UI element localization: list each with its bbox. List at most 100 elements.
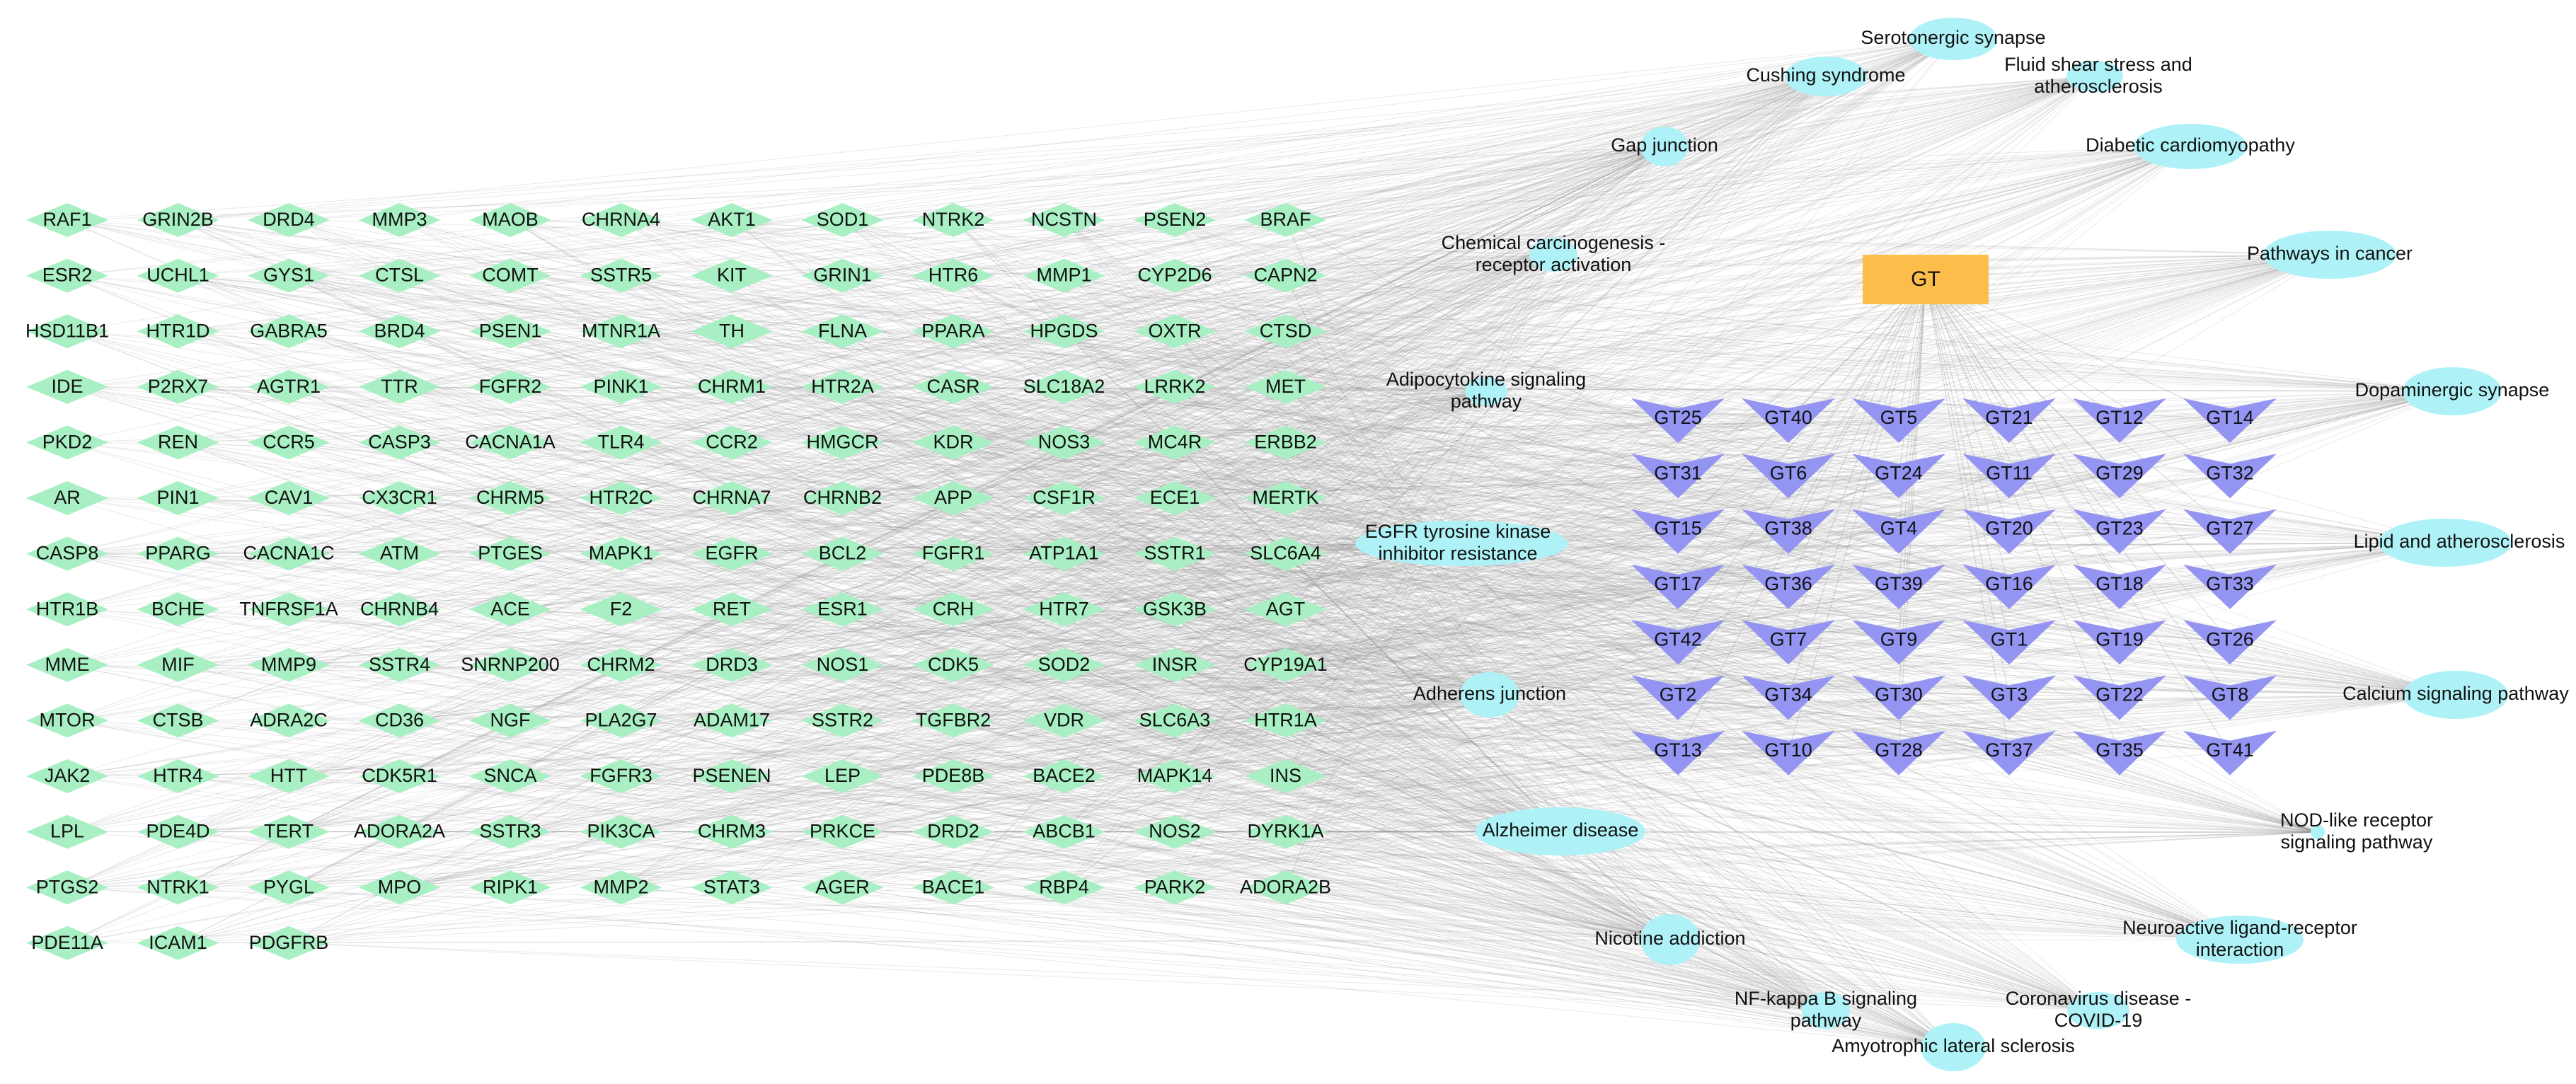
- target-node-adora2a: [358, 814, 441, 849]
- edge: [178, 219, 1487, 392]
- edge: [621, 275, 1827, 1011]
- edge: [67, 275, 1954, 1048]
- compound-label-gt28: GT28: [1875, 739, 1923, 761]
- target-node-comt: [469, 258, 551, 293]
- target-label-crh: CRH: [933, 598, 974, 619]
- edge: [621, 254, 1554, 443]
- edge: [510, 219, 1899, 420]
- edge: [621, 76, 1827, 221]
- edge: [1064, 219, 1561, 832]
- edge: [621, 553, 1827, 1011]
- edge: [842, 76, 2095, 277]
- edge: [1064, 543, 1462, 833]
- edge: [399, 146, 1665, 388]
- edge: [842, 76, 2095, 888]
- edge: [67, 530, 1679, 833]
- edge: [67, 553, 2318, 833]
- pathway-node-fluid-shear-stress-and-atherosclerosis: [2066, 61, 2123, 92]
- edge: [731, 219, 1561, 832]
- target-label-sstr2: SSTR2: [812, 710, 873, 731]
- edge: [842, 831, 1827, 1011]
- edge: [510, 219, 2120, 642]
- target-node-ide: [26, 369, 108, 404]
- edge: [1285, 887, 1671, 940]
- edge: [1174, 76, 2095, 332]
- edge: [1064, 330, 2099, 1011]
- target-label-agtr1: AGTR1: [257, 376, 321, 397]
- edge: [731, 751, 2231, 888]
- edge: [399, 275, 2120, 753]
- target-label-adora2b: ADORA2B: [1240, 876, 1331, 897]
- compound-node-gt13: [1631, 730, 1725, 775]
- edge: [288, 942, 2099, 1011]
- edge: [1925, 279, 2120, 587]
- edge: [1285, 76, 1827, 888]
- edge: [1285, 474, 1899, 721]
- edge: [1285, 275, 1462, 544]
- edge: [399, 76, 1827, 277]
- target-label-park2: PARK2: [1144, 876, 1206, 897]
- target-node-tgfbr2: [912, 703, 994, 738]
- compound-label-gt14: GT14: [2206, 407, 2254, 428]
- edge: [1285, 254, 1554, 499]
- edge: [399, 442, 1899, 587]
- pathway-label-gap-junction: Gap junction: [1611, 134, 1718, 156]
- edge: [510, 831, 2241, 940]
- edge: [510, 419, 2231, 610]
- edge: [953, 146, 2191, 277]
- target-label-slc6a4: SLC6A4: [1250, 543, 1321, 564]
- edge: [953, 609, 1954, 1048]
- target-node-drd3: [691, 647, 773, 682]
- edge: [1064, 146, 1665, 277]
- compound-label-gt33: GT33: [2206, 573, 2254, 594]
- edge: [842, 775, 1671, 940]
- edge: [1064, 146, 2191, 277]
- target-label-mif: MIF: [161, 654, 195, 675]
- target-label-chrm2: CHRM2: [587, 654, 655, 675]
- edge: [288, 254, 1554, 666]
- target-node-drd4: [248, 203, 330, 237]
- target-node-htr2a: [801, 369, 884, 404]
- edge: [1285, 391, 2453, 610]
- edge: [1285, 254, 1554, 888]
- edge: [842, 751, 2010, 888]
- edge: [288, 585, 1789, 666]
- edge: [178, 146, 2191, 332]
- target-node-chrm5: [469, 481, 551, 515]
- edge: [178, 442, 1899, 753]
- edge: [953, 696, 1899, 888]
- target-node-nos2: [1134, 814, 1216, 849]
- edge: [288, 146, 1665, 666]
- edge: [510, 640, 2120, 833]
- edge: [288, 254, 2330, 443]
- edge: [510, 219, 1554, 255]
- edge: [399, 497, 2010, 753]
- edge: [399, 442, 1561, 832]
- edge: [731, 38, 1954, 833]
- target-node-htr2c: [580, 481, 662, 515]
- edge: [1285, 419, 1789, 499]
- target-label-capn2: CAPN2: [1253, 265, 1317, 286]
- edge: [67, 887, 2241, 940]
- target-node-cacna1a: [469, 425, 551, 460]
- edge: [842, 419, 1789, 443]
- edge: [67, 497, 2120, 753]
- target-node-pink1: [580, 369, 662, 404]
- edge: [842, 497, 2241, 940]
- target-node-bche: [137, 592, 219, 627]
- edge: [842, 219, 2120, 697]
- target-node-mc4r: [1134, 425, 1216, 460]
- edge: [1174, 694, 1490, 777]
- edge: [953, 694, 1490, 833]
- compound-node-gt10: [1742, 730, 1835, 775]
- edge: [731, 542, 2446, 610]
- edge: [1174, 146, 1665, 610]
- target-label-ctsd: CTSD: [1260, 320, 1312, 341]
- target-node-sod1: [801, 203, 884, 237]
- edge: [1064, 76, 2095, 888]
- edge: [399, 696, 2120, 888]
- edge: [731, 146, 2191, 666]
- edge: [178, 76, 1827, 610]
- edge: [621, 76, 1827, 499]
